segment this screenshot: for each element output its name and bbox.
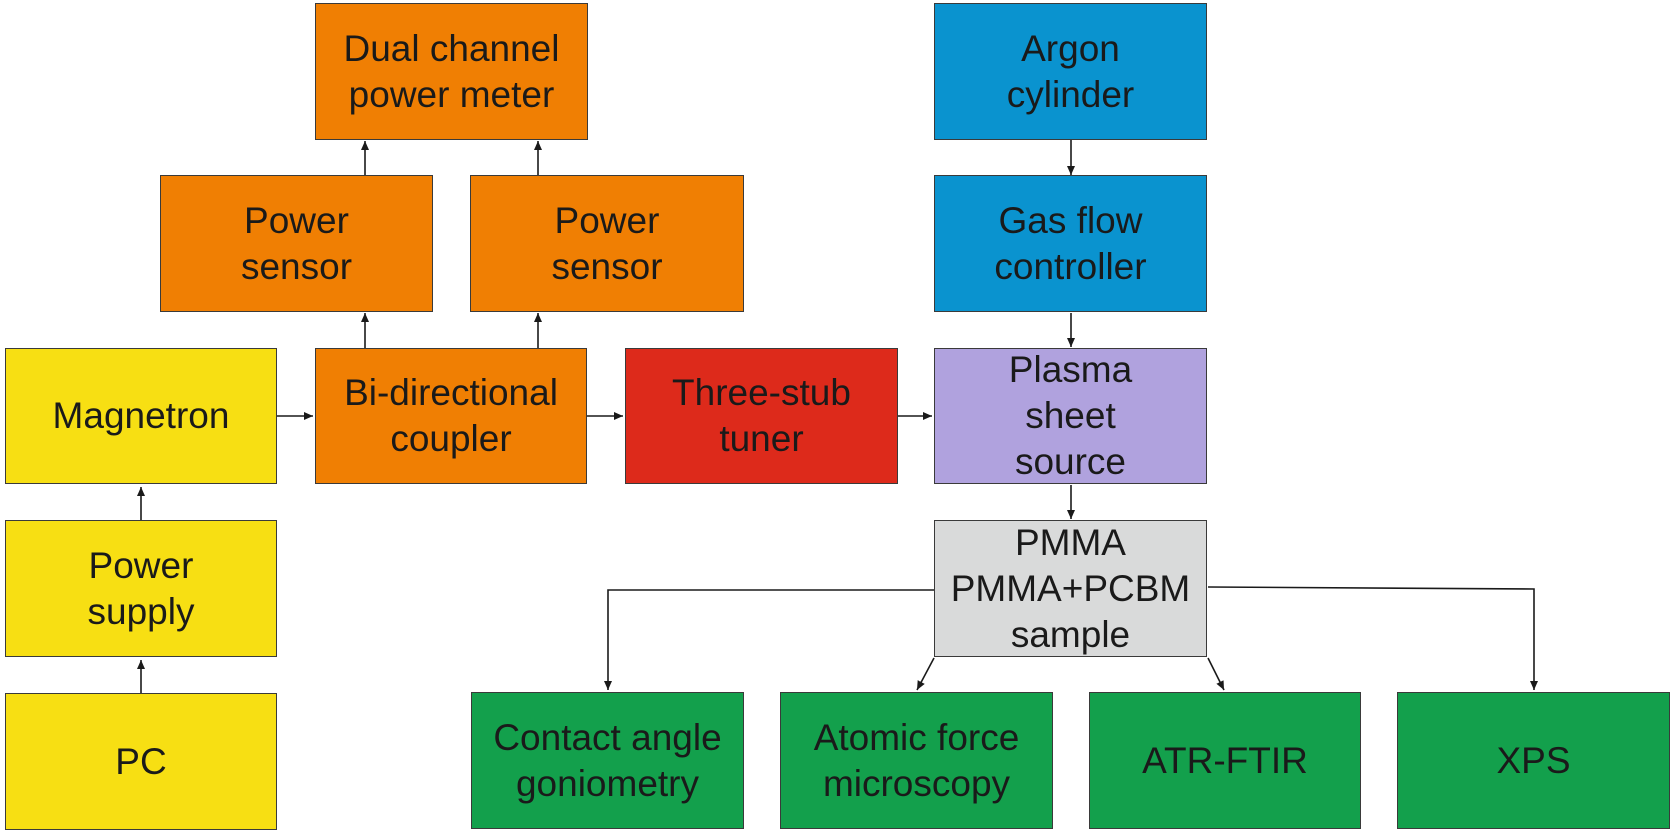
sample-label: PMMA PMMA+PCBM sample xyxy=(950,521,1191,655)
power-supply-label: Power supply xyxy=(87,544,195,632)
pc-label: PC xyxy=(115,740,167,782)
power-supply-box: Power supply xyxy=(5,520,277,657)
tuner-box: Three-stub tuner xyxy=(625,348,898,484)
power-meter-box: Dual channel power meter xyxy=(315,3,588,140)
sample-box: PMMA PMMA+PCBM sample xyxy=(934,520,1207,657)
contact-angle-label: Contact angle goniometry xyxy=(493,716,722,804)
power-meter-label: Dual channel power meter xyxy=(343,27,560,115)
arrow-sample-to-atr-ftir xyxy=(1207,657,1225,691)
xps-box: XPS xyxy=(1397,692,1670,829)
argon-cylinder-label: Argon cylinder xyxy=(1006,27,1135,115)
tuner-label: Three-stub tuner xyxy=(672,372,851,459)
pc-box: PC xyxy=(5,693,277,830)
power-sensor-left-box: Power sensor xyxy=(160,175,433,312)
atr-ftir-box: ATR-FTIR xyxy=(1089,692,1361,829)
argon-cylinder-box: Argon cylinder xyxy=(934,3,1207,140)
arrow-sample-to-xps xyxy=(1207,586,1538,690)
magnetron-label: Magnetron xyxy=(52,395,230,436)
plasma-source-label: Plasma sheet source xyxy=(1008,349,1133,482)
gas-flow-controller-label: Gas flow controller xyxy=(994,199,1147,287)
xps-label: XPS xyxy=(1496,739,1571,781)
power-sensor-left-label: Power sensor xyxy=(240,199,353,287)
afm-label: Atomic force microscopy xyxy=(813,716,1020,804)
power-sensor-right-label: Power sensor xyxy=(551,199,663,287)
coupler-box: Bi-directional coupler xyxy=(315,348,587,484)
plasma-source-box: Plasma sheet source xyxy=(934,348,1207,484)
arrow-sample-to-afm xyxy=(916,657,935,691)
afm-box: Atomic force microscopy xyxy=(780,692,1053,829)
arrow-sample-to-contact-angle xyxy=(604,589,934,690)
power-sensor-right-box: Power sensor xyxy=(470,175,744,312)
contact-angle-box: Contact angle goniometry xyxy=(471,692,744,829)
atr-ftir-label: ATR-FTIR xyxy=(1142,739,1308,781)
coupler-label: Bi-directional coupler xyxy=(344,372,558,459)
gas-flow-controller-box: Gas flow controller xyxy=(934,175,1207,312)
magnetron-box: Magnetron xyxy=(5,348,277,484)
